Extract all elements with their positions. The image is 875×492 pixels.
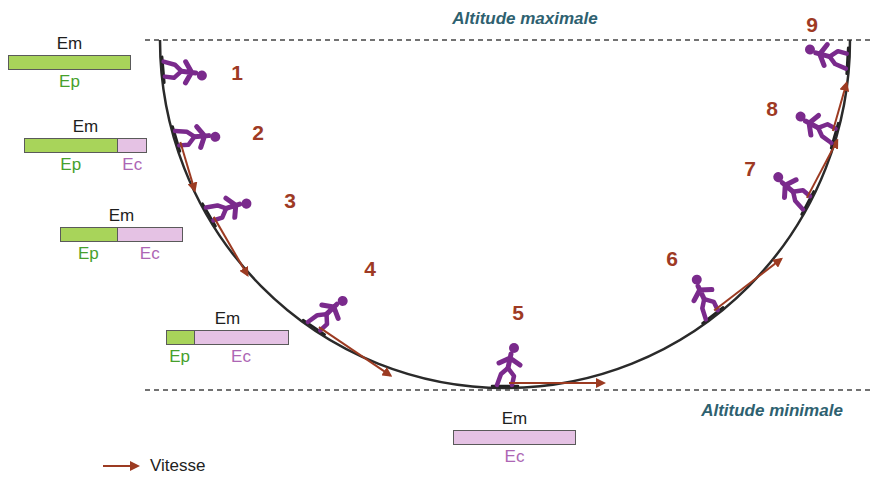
velocity-arrow [180, 142, 194, 191]
legend-arrow-sample [100, 456, 142, 476]
energy-bar-frame [453, 430, 576, 445]
skater-figure [203, 182, 254, 228]
energy-label: Em [57, 35, 83, 52]
skater-head [196, 70, 207, 81]
energy-label: Ec [122, 156, 142, 173]
velocity-arrow [319, 327, 391, 376]
energy-bar: EmEp Ec [24, 114, 147, 177]
energy-label: Em [215, 310, 241, 327]
skater-head [336, 294, 350, 308]
skater-body [192, 124, 211, 148]
skater-legs [695, 296, 719, 320]
energy-bar-frame [166, 330, 289, 345]
kinetic-energy-segment [454, 431, 575, 444]
energy-label: Ep [60, 156, 81, 173]
skater-head [794, 110, 806, 122]
skater-body [499, 354, 520, 368]
legend-row: Vitesse [100, 456, 205, 476]
velocity-arrow [833, 83, 847, 131]
skater-body [689, 281, 714, 305]
energy-bar-frame [24, 138, 147, 153]
energy-label: Ep [59, 73, 80, 90]
velocity-arrow [714, 259, 781, 311]
energy-bar: EmEp Ec [166, 306, 289, 369]
altitude-label: Altitude minimale [701, 402, 843, 419]
callout-number: 3 [282, 190, 298, 211]
callout-number: 9 [804, 14, 820, 35]
skater-figure [173, 114, 222, 153]
energy-label: Em [73, 118, 99, 135]
skater-head [209, 131, 221, 143]
callout-number: 4 [362, 258, 378, 279]
skater-head [690, 273, 704, 287]
skater-figure [162, 53, 207, 85]
potential-energy-segment [61, 228, 118, 241]
energy-label: Ep [169, 348, 190, 365]
energy-label: Ec [231, 348, 251, 365]
velocity-arrow [214, 217, 248, 275]
energy-bar: EmEp [8, 31, 131, 94]
potential-energy-segment [167, 331, 195, 344]
kinetic-energy-segment [118, 228, 182, 241]
skater-figure [790, 109, 839, 148]
skater-head [509, 343, 519, 353]
skater-body [222, 194, 245, 219]
callout-number: 7 [742, 158, 758, 179]
skater-figure [492, 343, 520, 386]
skater-figure [804, 43, 849, 74]
altitude-label: Altitude maximale [452, 10, 598, 27]
altitude-line [145, 39, 870, 40]
energy-bar-frame [8, 55, 131, 70]
half-pipe [160, 40, 850, 388]
legend-text: Vitesse [150, 456, 205, 476]
skater-body [181, 61, 197, 83]
callout-number: 1 [229, 62, 245, 83]
velocity-arrow [509, 382, 604, 384]
energy-label: Ep [78, 245, 99, 262]
skater-head [240, 197, 254, 211]
velocity-arrow [807, 140, 837, 198]
callout-number: 2 [250, 122, 266, 143]
skater-head [805, 44, 816, 55]
skater-figure [676, 272, 724, 323]
energy-label: Ec [140, 245, 160, 262]
energy-label: Ec [505, 448, 525, 465]
callout-number: 6 [664, 248, 680, 269]
skater-figure [764, 169, 815, 214]
altitude-line [145, 389, 870, 390]
potential-energy-segment [25, 139, 118, 152]
legend-arrow [103, 465, 138, 467]
callout-number: 8 [764, 98, 780, 119]
skater-legs [164, 60, 182, 78]
energy-bar: EmEp Ec [60, 203, 183, 266]
skater-head [771, 170, 785, 184]
energy-bar: EmEc [453, 406, 576, 469]
kinetic-energy-segment [118, 139, 146, 152]
callout-number: 5 [510, 302, 526, 323]
skater-legs [829, 51, 847, 69]
energy-label: Em [502, 410, 528, 427]
skater-body [815, 44, 830, 66]
skater-figure [303, 284, 350, 335]
energy-bar-frame [60, 227, 183, 242]
energy-label: Em [109, 207, 135, 224]
kinetic-energy-segment [195, 331, 288, 344]
potential-energy-segment [9, 56, 130, 69]
